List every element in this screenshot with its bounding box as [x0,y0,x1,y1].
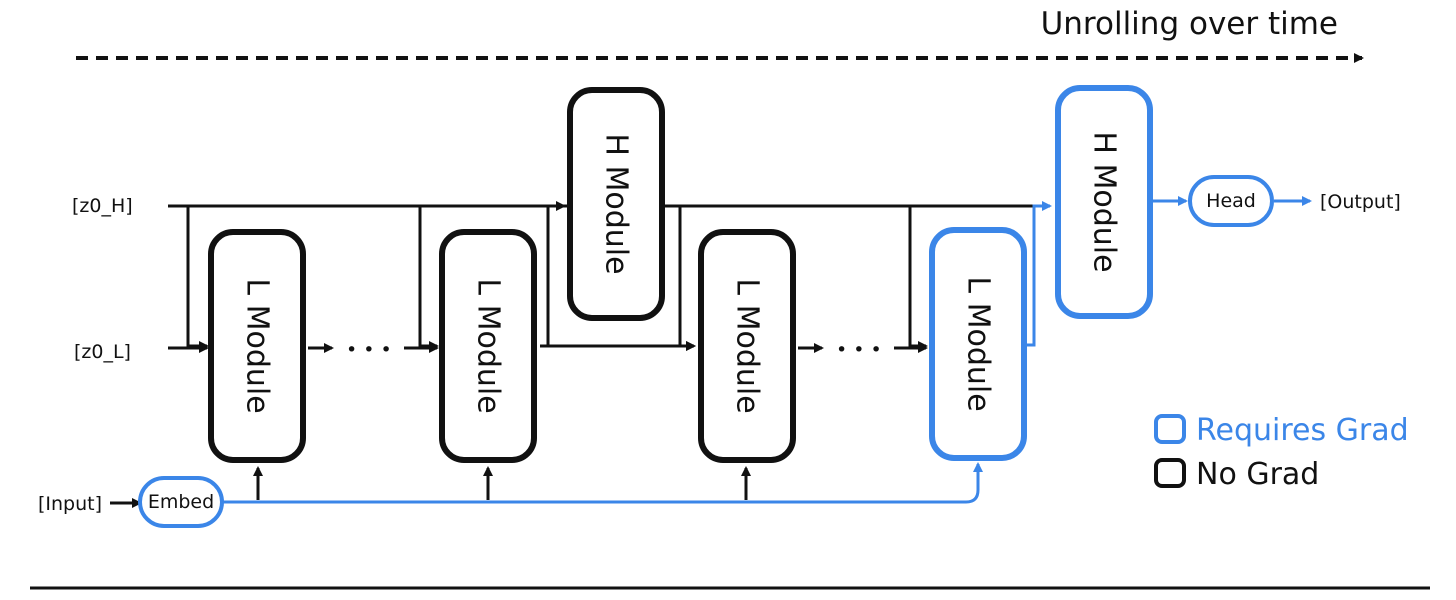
l-module-grad-label: L Module [961,276,996,411]
input-label: [Input] [38,493,102,515]
legend-no-grad-label: No Grad [1196,457,1319,492]
l-module-2: L Module [439,229,537,463]
embed-node: Embed [138,476,224,528]
z-h-branch-2 [418,206,439,351]
h-module-grad-label: H Module [1087,131,1122,272]
l-module-3: L Module [698,229,796,463]
ellipsis-2: • • • [836,339,882,361]
z0-l-label: [z0_L] [74,341,131,363]
l-module-3-label: L Module [730,278,765,413]
legend-no-grad-swatch [1154,458,1186,488]
timeline-title: Unrolling over time [1041,6,1338,42]
embed-connections [222,196,1312,504]
head-node: Head [1188,175,1274,227]
l-module-grad: L Module [929,227,1027,461]
l-module-1-label: L Module [240,278,275,413]
z0-h-label: [z0_H] [72,195,133,217]
output-label: [Output] [1320,191,1401,213]
l4-to-h2-connection [1026,201,1052,347]
head-label: Head [1206,190,1256,212]
l-module-1: L Module [208,229,306,463]
z-h-branch-1 [186,206,209,351]
h-module-grad: H Module [1055,85,1153,319]
legend-grad-swatch [1154,414,1186,444]
l-to-h-connection [546,201,566,346]
z-h-branch-4 [908,206,928,351]
h-module-1: H Module [567,87,665,321]
z-h-branch-3 [678,206,696,351]
embed-bus-line [222,462,983,504]
embed-up-arrows [253,466,751,500]
h-module-1-label: H Module [599,133,634,274]
ellipsis-1: • • • [346,339,392,361]
embed-label: Embed [148,491,214,513]
l-module-2-label: L Module [471,278,506,413]
legend: Requires Grad No Grad [1154,413,1409,492]
legend-grad-label: Requires Grad [1196,413,1409,448]
